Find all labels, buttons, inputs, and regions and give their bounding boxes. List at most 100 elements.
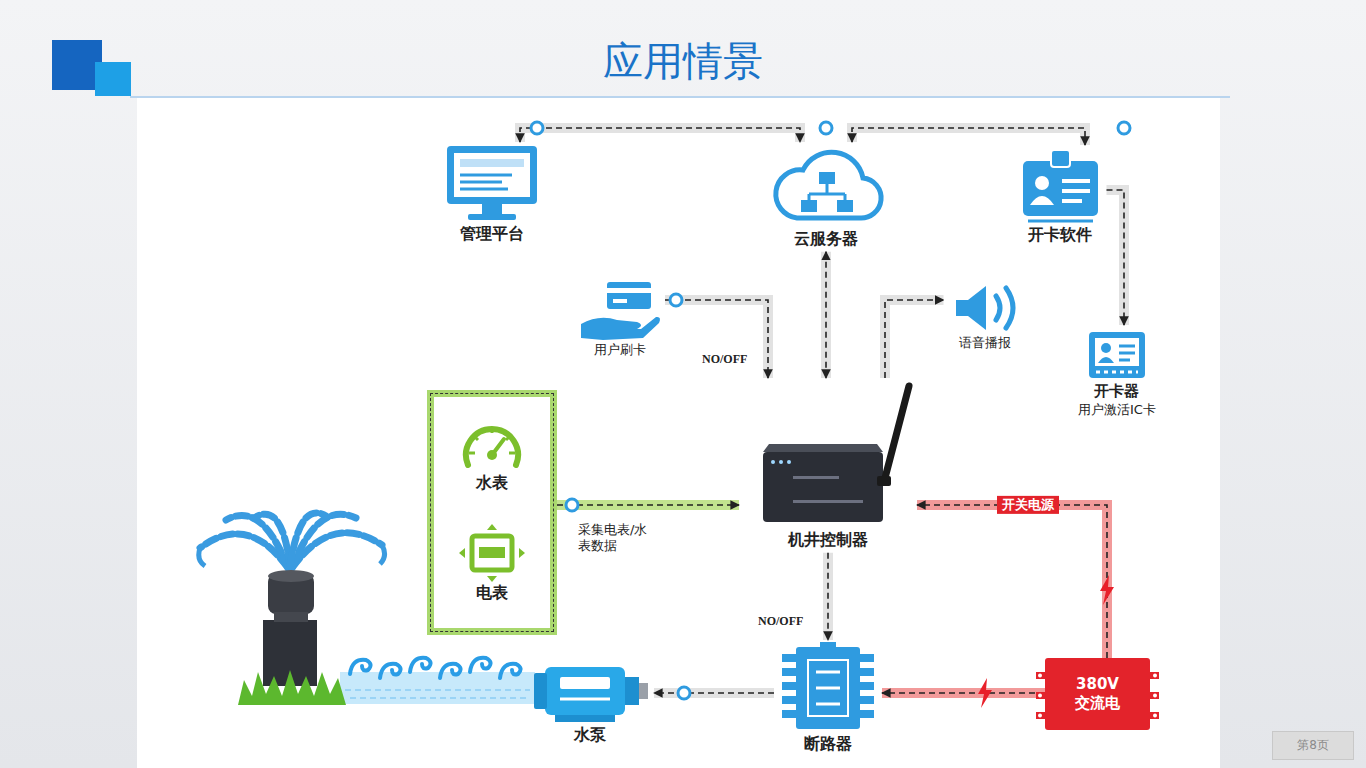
card-icon (1098, 357, 1114, 363)
connector (520, 128, 800, 142)
cloud-icon (801, 200, 817, 212)
controller-icon (877, 476, 891, 486)
controller-icon (743, 380, 913, 530)
lightning-bolt (978, 678, 992, 708)
badge-icon (1051, 150, 1070, 167)
illustration-part (199, 545, 385, 566)
speaker-icon (948, 280, 1023, 335)
chip-pin (1149, 712, 1159, 719)
connector-band (882, 688, 1045, 698)
speaker-icon (968, 286, 986, 330)
connector (1107, 190, 1125, 325)
title-rule (130, 96, 1230, 98)
chip-pin (1036, 672, 1046, 679)
controller-icon (793, 500, 863, 503)
cloud-icon (809, 184, 845, 200)
badge-icon (1062, 181, 1090, 201)
icon-node: 水表 (453, 413, 531, 496)
badge-icon (1030, 196, 1054, 205)
chip-pin (1038, 714, 1042, 718)
connector-line (557, 504, 739, 506)
connector-band (665, 300, 768, 378)
node-label: 电表 (476, 583, 508, 604)
connector-line (1107, 190, 1125, 325)
icon-node: 管理平台 (438, 142, 546, 247)
gauge-icon (469, 427, 515, 453)
icon-node: 水泵 (526, 655, 654, 748)
edge-label: NO/OFF (700, 352, 749, 367)
illustration-part (268, 570, 314, 582)
junction-ring (670, 294, 682, 306)
monitor-icon (442, 144, 542, 224)
breaker-icon (860, 696, 874, 704)
speaker-icon (956, 300, 968, 316)
breaker-icon (816, 672, 840, 704)
hand-icon (607, 282, 651, 309)
node-icon (457, 523, 527, 583)
controller-icon (771, 460, 775, 464)
controller-icon (793, 476, 839, 479)
page-number: 第8页 (1297, 738, 1329, 752)
icon-node: 开卡器用户激活IC卡 (1074, 325, 1160, 420)
illustration-part (345, 690, 530, 698)
node-label: 机井控制器 (788, 530, 868, 551)
edge-label: 采集电表/水表数据 (578, 522, 648, 555)
gauge-icon (487, 450, 497, 460)
node-label: 管理平台 (460, 224, 524, 245)
junction-ring (531, 122, 543, 134)
edge-label: 开关电源 (997, 496, 1059, 514)
node-icon (530, 657, 650, 725)
node-label: 380V 交流电 (1067, 675, 1129, 714)
connector-band (885, 300, 944, 378)
chip-pin (1036, 692, 1046, 699)
gauge-icon (466, 429, 518, 465)
controller-icon (763, 452, 883, 522)
connector-line (520, 128, 800, 142)
node-icon (457, 415, 527, 473)
connector (557, 505, 739, 506)
node-icon (778, 642, 878, 734)
icon-node: 断路器 (774, 640, 882, 757)
cloud-icon (837, 200, 853, 212)
card-icon (1089, 332, 1145, 378)
connector-band (823, 553, 833, 640)
pump-icon (625, 677, 639, 705)
node-label: 云服务器 (794, 229, 858, 250)
page-number-box: 第8页 (1272, 731, 1354, 760)
controller-icon (787, 460, 791, 464)
icon-node: 机井控制器 (739, 378, 917, 553)
node-label: 语音播报 (959, 335, 1011, 352)
illustration-part (470, 658, 491, 672)
chip-pin (1149, 692, 1159, 699)
speaker-icon (996, 288, 1013, 328)
monitor-icon (460, 175, 512, 189)
connector (885, 300, 944, 378)
connector-band (654, 688, 774, 698)
cloud-icon (819, 172, 835, 184)
connector-line (885, 300, 944, 378)
chip-pin (1038, 674, 1042, 678)
card-icon (1101, 343, 1111, 353)
chip-pin (1153, 674, 1157, 678)
emeter-icon (459, 548, 465, 558)
pump-icon (560, 698, 610, 701)
node-label: 断路器 (804, 734, 852, 755)
connector-band (520, 128, 800, 142)
illustration-part (238, 670, 346, 705)
breaker-icon (782, 682, 796, 690)
gauge-icon (457, 415, 527, 473)
node-label: 开卡器 (1094, 382, 1139, 402)
connector-line (665, 300, 768, 378)
lightning-bolt (1100, 575, 1114, 605)
emeter-icon (472, 536, 512, 570)
icon-node: 云服务器 (765, 142, 888, 252)
connector (826, 252, 827, 378)
connector-band (821, 252, 831, 378)
monitor-icon (460, 159, 524, 167)
connector-line (827, 553, 829, 640)
chip-pin (1036, 712, 1046, 719)
meter-group-box: 水表电表 (427, 390, 557, 635)
emeter-icon (457, 523, 527, 583)
illustration-part (380, 664, 401, 678)
